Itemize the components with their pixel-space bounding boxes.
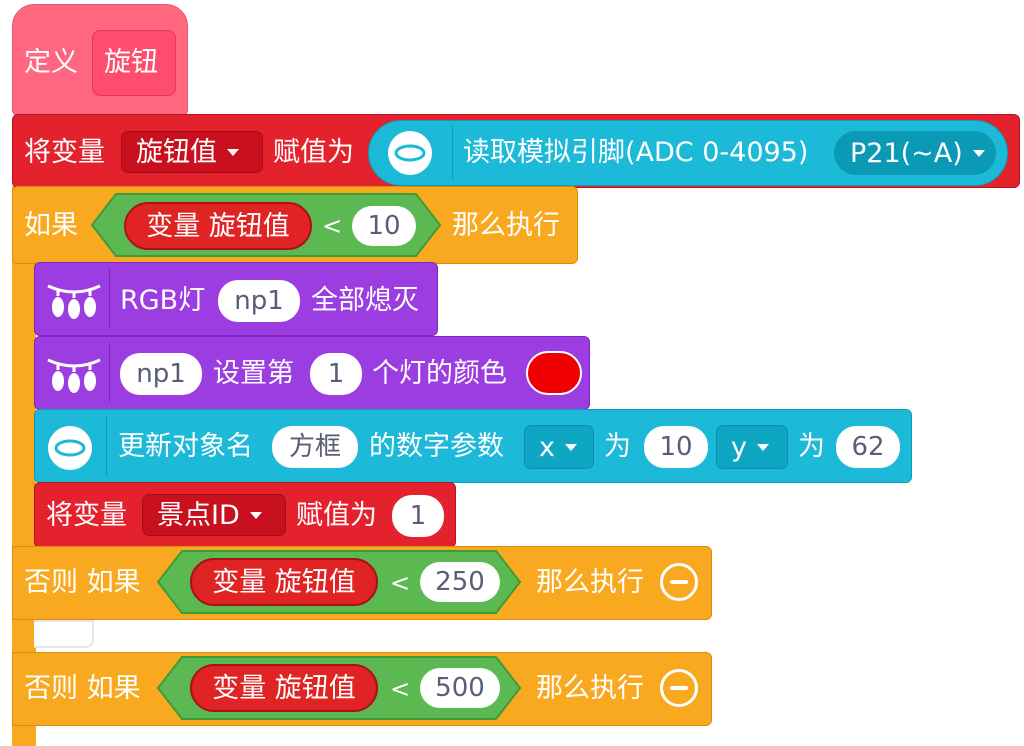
- param-x-value-text: 10: [659, 432, 693, 462]
- else-if-label: 否则 如果: [24, 673, 141, 704]
- variable-reporter-label: 变量 旋钮值: [212, 566, 356, 598]
- param-y-value-text: 62: [851, 432, 885, 462]
- assign-value-input[interactable]: 1: [392, 495, 444, 537]
- variable-dropdown[interactable]: 旋钮值: [121, 131, 263, 173]
- pin-dropdown-label: P21(~A): [850, 137, 963, 169]
- variable-reporter-label: 变量 旋钮值: [146, 210, 290, 242]
- if-label: 如果: [24, 210, 78, 241]
- param-y-label: y: [731, 431, 747, 463]
- set-variable-label: 将变量: [24, 137, 105, 168]
- then-label: 那么执行: [536, 673, 644, 704]
- color-swatch[interactable]: [526, 351, 582, 395]
- assign-label: 赋值为: [273, 137, 354, 168]
- param-x-label: x: [539, 431, 555, 463]
- sensor-circle-icon: [48, 426, 92, 470]
- block-divider: [109, 342, 110, 402]
- chevron-down-icon: [972, 149, 985, 157]
- then-label: 那么执行: [452, 210, 560, 241]
- param-y-dropdown[interactable]: y: [716, 425, 788, 469]
- read-analog-label: 读取模拟引脚(ADC 0-4095): [463, 137, 809, 168]
- operator-less-than: <: [390, 569, 411, 597]
- object-name-input[interactable]: 方框: [272, 426, 358, 468]
- compare-value-text: 500: [435, 673, 485, 703]
- led-index-input[interactable]: 1: [310, 353, 362, 395]
- param-x-value-input[interactable]: 10: [644, 426, 708, 468]
- strip-name-text: np1: [136, 359, 186, 389]
- operator-less-than: <: [322, 212, 343, 240]
- variable-dropdown-label: 旋钮值: [136, 136, 217, 168]
- chevron-down-icon: [756, 443, 769, 451]
- define-keyword: 定义: [24, 47, 78, 78]
- chevron-down-icon: [249, 511, 262, 519]
- define-name-slot[interactable]: [92, 30, 176, 96]
- variable-reporter[interactable]: 变量 旋钮值: [124, 202, 312, 250]
- block-divider: [109, 268, 110, 328]
- define-name: 旋钮: [104, 47, 158, 78]
- chevron-down-icon: [227, 148, 239, 156]
- compare-value-input[interactable]: 500: [420, 668, 500, 708]
- block-divider: [452, 126, 453, 180]
- strip-name-text: np1: [234, 286, 284, 316]
- variable-dropdown-label: 景点ID: [157, 499, 240, 531]
- variable-reporter-label: 变量 旋钮值: [212, 672, 356, 704]
- update-object-label: 更新对象名: [118, 431, 253, 462]
- strip-name-input[interactable]: np1: [120, 353, 202, 395]
- pin-dropdown[interactable]: P21(~A): [834, 131, 996, 175]
- block-divider: [106, 416, 107, 476]
- led-strip-icon: [47, 284, 101, 319]
- object-name-text: 方框: [288, 432, 341, 462]
- for-label: 为: [604, 431, 631, 462]
- led-color-label: 个灯的颜色: [372, 358, 507, 389]
- compare-value-text: 10: [367, 211, 401, 241]
- remove-branch-icon[interactable]: [660, 563, 698, 601]
- assign-value-text: 1: [409, 501, 427, 531]
- then-label: 那么执行: [536, 567, 644, 598]
- operator-less-than: <: [390, 675, 411, 703]
- rgb-label: RGB灯: [120, 285, 206, 316]
- param-x-dropdown[interactable]: x: [524, 425, 594, 469]
- numeric-param-label: 的数字参数: [369, 431, 504, 462]
- set-variable-label: 将变量: [46, 500, 127, 531]
- led-strip-icon: [47, 358, 101, 393]
- variable-reporter[interactable]: 变量 旋钮值: [190, 558, 378, 606]
- variable-reporter[interactable]: 变量 旋钮值: [190, 664, 378, 712]
- param-y-value-input[interactable]: 62: [836, 426, 900, 468]
- compare-value-text: 250: [435, 567, 485, 597]
- else-if-label: 否则 如果: [24, 567, 141, 598]
- for-label: 为: [798, 431, 825, 462]
- strip-name-input[interactable]: np1: [218, 280, 300, 322]
- chevron-down-icon: [564, 443, 577, 451]
- sensor-circle-icon: [388, 131, 432, 175]
- all-off-label: 全部熄灭: [311, 285, 419, 316]
- compare-value-input[interactable]: 250: [420, 562, 500, 602]
- compare-value-input[interactable]: 10: [352, 206, 416, 246]
- assign-label: 赋值为: [296, 500, 377, 531]
- led-index-text: 1: [327, 359, 345, 389]
- empty-branch-notch: [34, 620, 94, 648]
- variable-dropdown[interactable]: 景点ID: [142, 494, 286, 536]
- remove-branch-icon[interactable]: [660, 669, 698, 707]
- set-nth-label: 设置第: [213, 358, 294, 389]
